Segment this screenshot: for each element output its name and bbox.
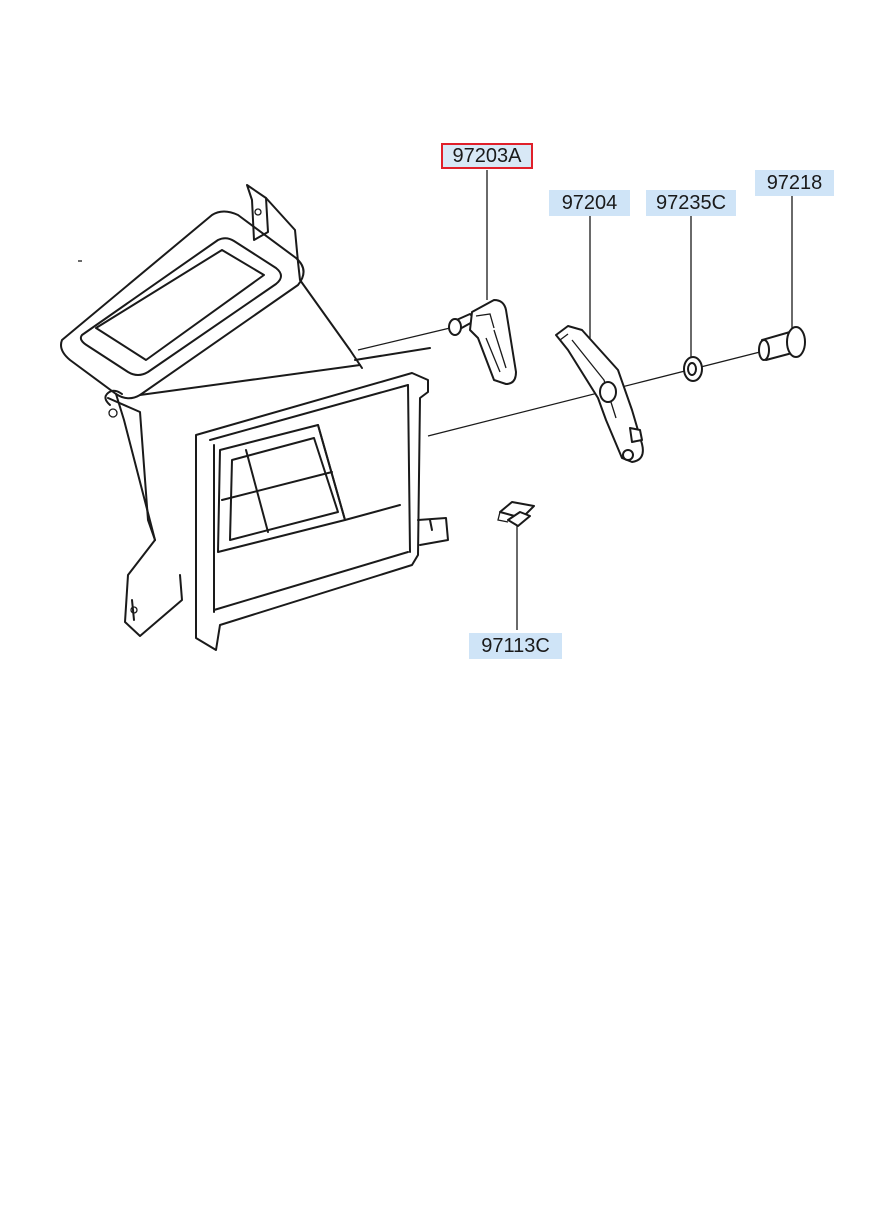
part-label-97218[interactable]: 97218 xyxy=(755,170,834,196)
pin-part-97218[interactable] xyxy=(758,326,806,361)
lever-part-97203a[interactable] xyxy=(448,299,517,385)
part-label-97203a[interactable]: 97203A xyxy=(441,143,533,169)
duct-housing-drawing xyxy=(60,184,449,651)
part-label-97235c[interactable]: 97235C xyxy=(646,190,736,216)
part-label-97113c[interactable]: 97113C xyxy=(469,633,562,659)
part-label-97204[interactable]: 97204 xyxy=(549,190,630,216)
leader-lines xyxy=(357,170,793,630)
clip-part-97113c[interactable] xyxy=(497,501,535,527)
arm-part-97204[interactable] xyxy=(555,325,644,463)
washer-part-97235c[interactable] xyxy=(683,356,703,382)
